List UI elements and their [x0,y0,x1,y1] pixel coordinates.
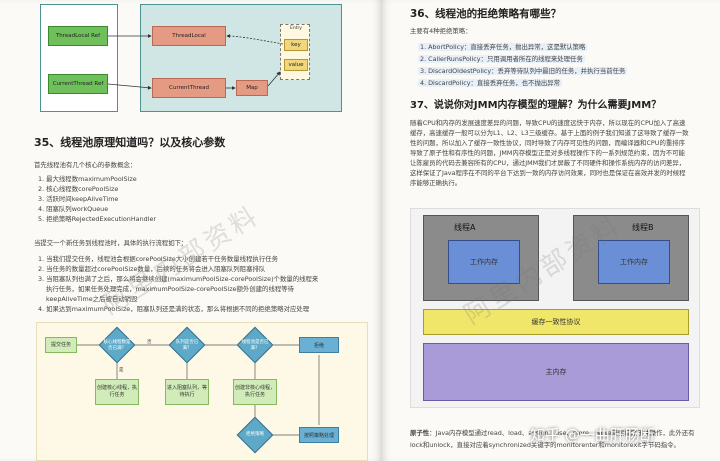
atomicity-line-2: lock和unlock，直接对应着synchronized关键字的monitor… [410,441,680,449]
right-page: 36、线程池的拒绝策略有哪些？ 主要有4种拒绝策略： 1. AbortPolic… [382,0,720,461]
thread-b-label: 线程B [632,223,654,232]
paragraph-line: 缓存，高速缓存一般可以分为L1、L2、L3三级缓存。基于上面的例子我们知道了这导… [410,129,689,137]
core-full-label: 核心线程数是否已满？ [103,340,131,351]
param-item: 4. 阻塞队列workQueue [38,205,109,213]
key-box: key [284,39,308,51]
param-item: 2. 核心线程数corePoolSize [38,185,119,193]
map-box: Map [236,80,268,96]
params-list: 1. 最大线程数maximumPoolSize 2. 核心线程数corePool… [38,174,156,224]
thread-a-box: 线程A 工作内存 [423,215,539,301]
diagram-arrows [107,34,284,90]
left-page: ThreadLocal Ref CurrentThread Ref Thread… [0,0,382,461]
threadpool-flowchart: 提交任务 核心线程数是否已满？ 队列是否已满？ 线程池是否已满？ 拒绝 创建核心… [36,322,368,461]
policy-item: 4. DiscardPolicy：直接丢弃任务，也不抛出异常 [418,79,563,87]
section-36-title: 36、线程池的拒绝策略有哪些？ [410,8,562,20]
policies-intro: 主要有4种拒绝策略： [410,27,472,35]
thread-a-label: 线程A [454,223,476,232]
entry-group: Entry key value [280,24,310,80]
section-35-title: 35、线程池原理知道吗？以及核心参数 [34,136,226,149]
stack-area [40,4,118,112]
submit-task-box: 提交任务 [45,337,77,353]
threadlocal-box: ThreadLocal [152,26,226,46]
handle-policy-box: 按照策略处理 [299,427,339,443]
enqueue-box: 进入阻塞队列，等待执行 [165,379,209,405]
create-core-box: 创建核心线程，执行任务 [95,379,139,405]
queue-full-label: 队列是否已满？ [175,340,199,351]
currentthread-ref-box: CurrentThread Ref [48,74,108,94]
working-memory-b: 工作内存 [598,240,670,284]
jmm-diagram: 线程A 工作内存 线程B 工作内存 缓存一致性协议 主内存 [410,208,700,408]
jmm-paragraph: 随着CPU和内存的发展速度差异的问题，导致CPU的速度远快于内存，所以现在的CP… [410,118,689,188]
paragraph-line: 这样保证了Java程序在不同的平台下达到一致的内存访问效果，同时也是保证在高效并… [410,169,686,177]
flowchart-connectors [77,344,320,436]
main-memory-bar: 主内存 [423,343,689,401]
cache-protocol-bar: 缓存一致性协议 [423,309,689,335]
reject-box: 拒绝 [299,337,339,353]
value-box: value [284,59,308,71]
flow-step: 3. 当阻塞队列也满了之后，那么将会继续创建(maximumPoolSize-c… [38,275,319,283]
reject-policy-label: 拒绝策略 [246,432,264,437]
entry-label: Entry [290,26,302,31]
params-intro: 首先线程池有几个核心的参数概念： [34,161,137,169]
flow-step: keepAliveTime之后被自动销毁 [46,295,138,303]
paragraph-line: 让陈雇员的代码去兼容所有的CPU，通过JMM我们才屏蔽了不同硬件和操作系统内存的… [410,159,686,167]
flow-step: 2. 当任务的数量超过corePoolSize数量，后续的任务将会进入阻塞队列阻… [38,265,266,273]
create-noncore-box: 创建非核心线程，执行任务 [233,379,277,405]
threadlocal-ref-box: ThreadLocal Ref [48,26,108,46]
paragraph-line: 序能够正确执行。 [410,179,462,187]
atomicity-line-1: 原子性：Java内存模型通过read、load、assign、use、store… [410,428,694,438]
policy-item: 3. DiscardOldestPolicy：丢弃等待队列中最旧的任务，并执行当… [418,67,628,75]
section-37-title: 37、说说你对JMM内存模型的理解？为什么需要JMM？ [410,100,662,111]
param-item: 1. 最大线程数maximumPoolSize [38,175,137,183]
paragraph-line: 随着CPU和内存的发展速度差异的问题，导致CPU的速度远快于内存，所以现在的CP… [410,119,686,127]
working-memory-a: 工作内存 [448,240,520,284]
flow-step: 1. 当我们提交任务，线程池会根据corePoolSize大小创建若干任务数量线… [38,255,279,263]
flow-steps: 1. 当我们提交任务，线程池会根据corePoolSize大小创建若干任务数量线… [38,254,318,314]
flow-step: 执行任务，如果任务处理完成，maximumPoolSize-corePoolSi… [46,285,295,293]
pool-full-label: 线程池是否已满？ [241,340,269,351]
atomicity-label: 原子性 [410,429,430,437]
paragraph-line: 性的问题，所以加入了缓存一致性协议，同时导致了内存可见性的问题，而编译器和CPU… [410,139,686,147]
currentthread-box: CurrentThread [152,78,226,98]
yes-label: 是 [119,368,124,373]
zhihu-watermark: 知乎 @一曲肝肠断 [530,426,655,444]
param-item: 3. 活跃时间keepAliveTime [38,195,119,203]
policy-item: 1. AbortPolicy：直接丢弃任务，抛出异常，这是默认策略 [418,43,588,51]
policy-item: 2. CallerRunsPolicy：只用调用者所在的线程来处理任务 [418,55,585,63]
no-label: 否 [147,340,152,345]
flow-intro: 当提交一个新任务到线程池时，具体的执行流程如下： [34,239,188,247]
thread-b-box: 线程B 工作内存 [573,215,689,301]
atomicity-text: ：Java内存模型通过read、load、assign、use、store、wr… [429,429,695,437]
flow-step: 4. 如果达到maximumPoolSize，阻塞队列还是满的状态，那么将根据不… [38,305,310,313]
policies-list: 1. AbortPolicy：直接丢弃任务，抛出异常，这是默认策略 2. Cal… [418,42,628,88]
threadlocal-diagram: ThreadLocal Ref CurrentThread Ref Thread… [40,0,360,120]
paragraph-line: 导致了原子性和有序性的问题，JMM内存模型正是对多线程操作下的一系列规范约束，因… [410,149,685,157]
param-item: 5. 拒绝策略RejectedExecutionHandler [38,215,157,223]
